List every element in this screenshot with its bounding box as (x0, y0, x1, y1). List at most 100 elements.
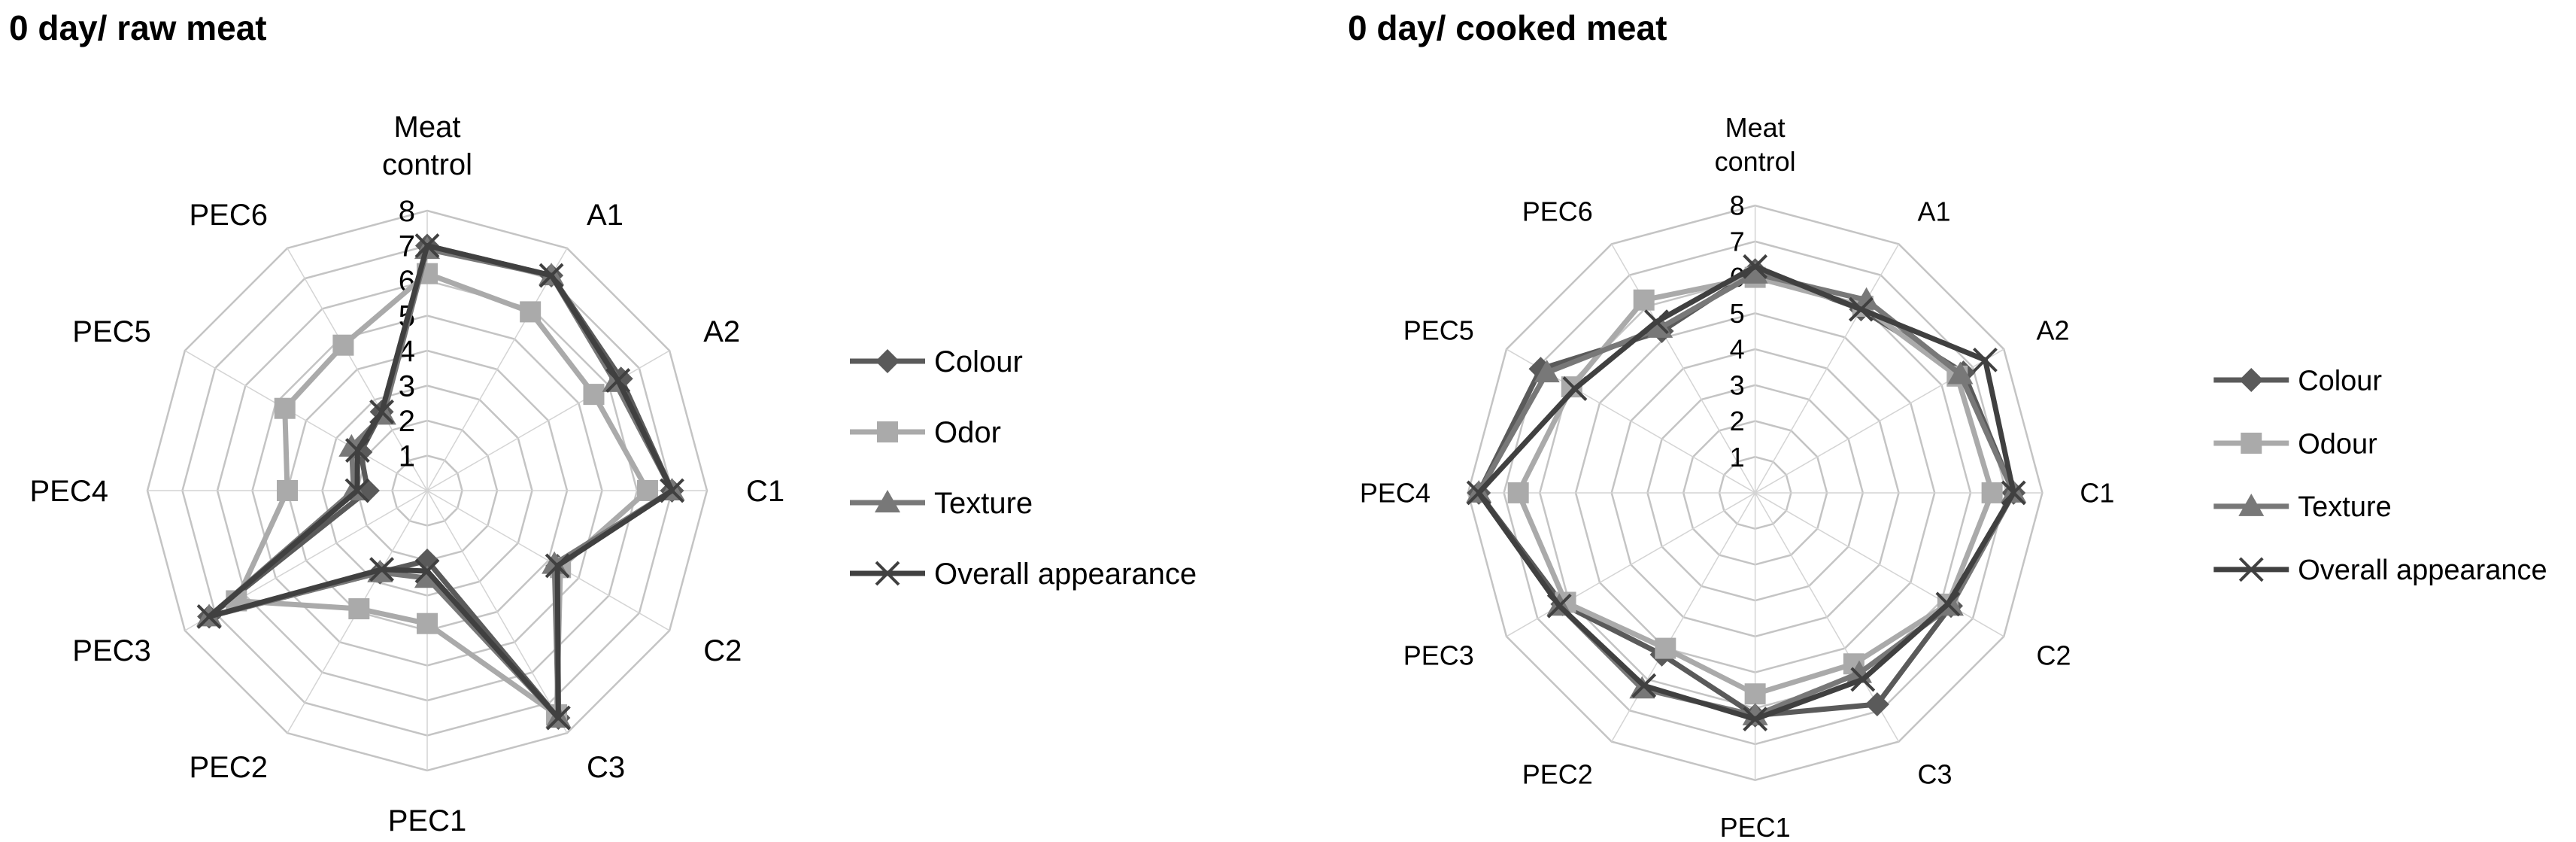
category-label-a1: A1 (587, 199, 624, 232)
legend-marker (2238, 493, 2265, 516)
data-point (1466, 480, 1491, 506)
tick-label: 3 (1730, 369, 1745, 400)
grid-spoke (184, 490, 428, 631)
category-label-pec6: PEC6 (1522, 196, 1593, 227)
data-point (520, 301, 542, 323)
category-label-pec4: PEC4 (1360, 478, 1431, 509)
data-point (277, 480, 298, 501)
grid-spoke (426, 350, 670, 491)
series-overall-appearance (1466, 254, 2026, 731)
category-label-pec6: PEC6 (190, 199, 269, 232)
legend-marker (2239, 368, 2264, 393)
category-label-pec5: PEC5 (72, 315, 151, 348)
category-label-pec1: PEC1 (1720, 812, 1791, 842)
tick-label: 4 (1730, 334, 1745, 365)
legend-marker (875, 561, 900, 586)
category-label-a2: A2 (2037, 315, 2070, 346)
grid-spoke (287, 248, 428, 491)
category-label-pec1: PEC1 (388, 804, 467, 837)
data-point (1507, 482, 1529, 503)
legend-item-texture: Texture (850, 487, 1033, 520)
category-label-pec2: PEC2 (190, 751, 269, 784)
data-point (1849, 296, 1874, 322)
tick-label: 7 (1730, 226, 1745, 257)
legend-item-colour: Colour (2213, 365, 2382, 397)
data-point (332, 334, 354, 356)
data-point (1546, 593, 1572, 619)
data-point (1528, 357, 1553, 381)
category-label-pec4: PEC4 (30, 475, 109, 508)
category-label-c1: C1 (2080, 478, 2114, 509)
category-label-pec5: PEC5 (1403, 315, 1474, 346)
data-point (274, 397, 296, 419)
legend-marker (877, 421, 898, 442)
legend-marker (2238, 557, 2264, 582)
tick-label: 1 (1730, 442, 1745, 473)
tick-label: 3 (399, 370, 415, 403)
data-point (414, 558, 440, 584)
grid-spoke (1755, 492, 2004, 637)
data-point (539, 263, 564, 288)
series-colour (197, 233, 684, 731)
legend-label: Overall appearance (934, 558, 1197, 591)
category-label-c3: C3 (1918, 758, 1952, 789)
category-label-pec3: PEC3 (1403, 640, 1474, 670)
series-texture (196, 236, 685, 728)
data-point (1947, 361, 1974, 385)
data-point (1973, 347, 1998, 372)
data-point (196, 603, 222, 629)
category-label-c3: C3 (587, 751, 625, 784)
grid-spoke (1611, 243, 1756, 494)
category-label-c2: C2 (703, 634, 742, 667)
data-point (1655, 637, 1676, 659)
legend-label: Odor (934, 416, 1001, 449)
data-point (2001, 480, 2026, 506)
grid-spoke (1506, 492, 1756, 637)
data-point (1633, 289, 1655, 311)
data-point (417, 613, 438, 634)
category-label-c2: C2 (2037, 640, 2071, 670)
data-point (1743, 707, 1768, 731)
legend-label: Texture (934, 487, 1033, 520)
legend-item-overall-appearance: Overall appearance (2213, 555, 2547, 586)
data-point (344, 478, 370, 503)
data-point (636, 480, 658, 501)
data-point (583, 384, 605, 406)
data-point (1562, 376, 1588, 401)
legend-item-odour: Odour (2213, 428, 2377, 460)
legend-label: Texture (2298, 491, 2392, 523)
legend-item-texture: Texture (2213, 491, 2392, 523)
grid-spoke (426, 490, 670, 631)
data-point (1744, 683, 1766, 705)
grid-spoke (184, 350, 428, 491)
tick-label: 5 (1730, 298, 1745, 329)
category-label-a1: A1 (1918, 196, 1951, 227)
grid-spoke (1611, 492, 1756, 742)
tick-label: 7 (399, 230, 415, 263)
data-point (1742, 260, 1768, 284)
legend-label: Colour (934, 345, 1023, 378)
legend-label: Odour (2298, 428, 2377, 460)
data-point (369, 399, 394, 424)
data-point (1743, 254, 1768, 279)
grid-spoke (426, 248, 568, 491)
category-label-a2: A2 (703, 315, 740, 348)
data-point (344, 438, 370, 463)
legend-label: Colour (2298, 365, 2382, 397)
tick-label: 2 (1730, 406, 1745, 436)
legend-marker (875, 490, 900, 512)
category-label-pec2: PEC2 (1522, 758, 1593, 789)
data-point (414, 565, 440, 588)
tick-label: 2 (399, 405, 415, 438)
data-point (348, 598, 370, 620)
legend-item-colour: Colour (850, 345, 1023, 378)
category-label-pec3: PEC3 (72, 634, 151, 667)
legend-label: Overall appearance (2298, 555, 2547, 586)
category-label-c1: C1 (746, 475, 784, 508)
